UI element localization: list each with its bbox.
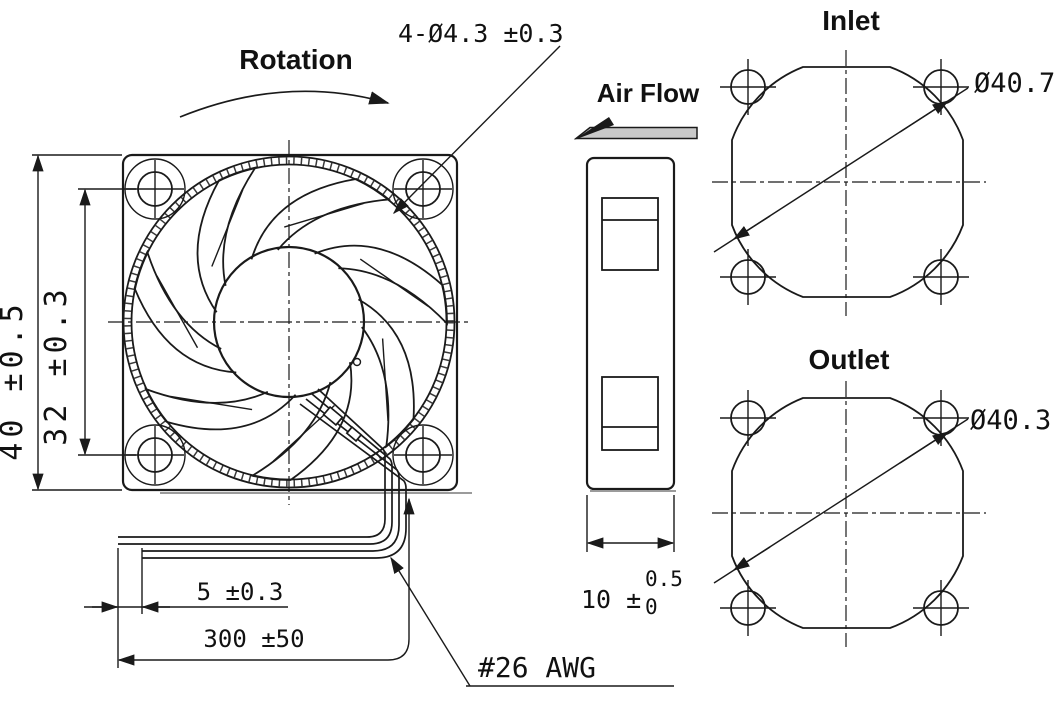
air-flow-label: Air Flow	[597, 78, 700, 108]
rotation-label: Rotation	[239, 44, 353, 75]
inlet-diameter-dimension: Ø40.7	[713, 68, 1055, 253]
thickness-tol-lower: 0	[645, 595, 658, 619]
fan-side-view: Air Flow 10 ± 0.5 0	[573, 78, 700, 619]
frame-size-dim-text: 40 ±0.5	[0, 299, 30, 460]
wire-gauge-callout: #26 AWG	[390, 556, 674, 687]
air-flow-arrow	[573, 117, 698, 140]
rotation-annotation: Rotation	[179, 44, 390, 118]
bare-lead-dim-text: 5 ±0.3	[197, 578, 284, 606]
inlet-diameter-text: Ø40.7	[974, 68, 1055, 99]
outlet-label: Outlet	[809, 344, 890, 375]
mounting-holes-dim-text: 4-Ø4.3 ±0.3	[398, 19, 564, 48]
fan-inlet-view: Inlet Ø40.7	[711, 5, 1055, 317]
inlet-label: Inlet	[822, 5, 880, 36]
wire-gauge-text: #26 AWG	[478, 651, 596, 684]
fan-front-view	[108, 140, 472, 505]
thickness-dimension: 10 ± 0.5 0	[581, 495, 683, 619]
mounting-holes-callout: 4-Ø4.3 ±0.3	[393, 19, 564, 214]
hole-pitch-dimension: 32 ±0.3	[39, 188, 136, 456]
hole-pitch-dim-text: 32 ±0.3	[39, 284, 74, 445]
fan-outlet-view: Outlet Ø40.3	[711, 344, 1051, 648]
lead-length-dimension: 300 ±50	[117, 497, 415, 666]
thickness-dim-text: 10 ±	[581, 585, 641, 614]
outlet-diameter-dimension: Ø40.3	[713, 405, 1051, 584]
outlet-diameter-text: Ø40.3	[970, 405, 1051, 436]
thickness-tol-upper: 0.5	[645, 567, 683, 591]
frame-size-dimension: 40 ±0.5	[0, 154, 122, 491]
fan-blades	[121, 154, 466, 499]
lead-length-dim-text: 300 ±50	[203, 625, 304, 653]
